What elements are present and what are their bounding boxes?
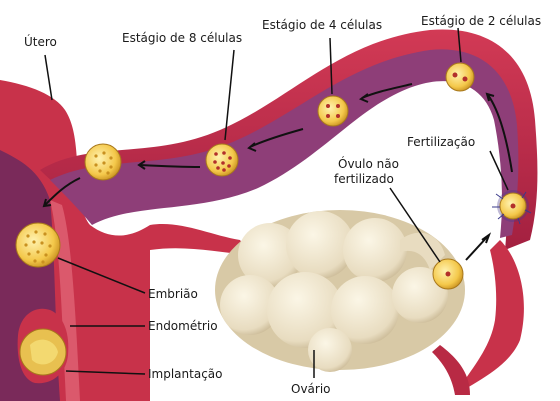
cell-8-stage [206, 144, 238, 176]
label-ovulo-line2: fertilizado [334, 172, 394, 186]
label-estagio-2: Estágio de 2 células [421, 14, 541, 28]
implantation-site [18, 309, 69, 384]
cell-morula [85, 144, 121, 180]
cell-2-stage [446, 63, 474, 91]
label-fertilizacao: Fertilização [407, 135, 475, 149]
label-estagio-4: Estágio de 4 células [262, 18, 382, 32]
label-utero: Útero [24, 35, 57, 49]
label-embriao: Embrião [148, 287, 198, 301]
label-estagio-8: Estágio de 8 células [122, 31, 242, 45]
cell-4-stage [318, 96, 348, 126]
embryo-cell [16, 223, 60, 267]
label-ovario: Ovário [291, 382, 331, 396]
label-ovulo-line1: Óvulo não [338, 157, 399, 171]
fimbriae [455, 240, 524, 395]
label-implantacao: Implantação [148, 367, 223, 381]
ovary [215, 210, 465, 372]
unfertilized-ovum [433, 259, 463, 289]
label-endometrio: Endométrio [148, 319, 218, 333]
